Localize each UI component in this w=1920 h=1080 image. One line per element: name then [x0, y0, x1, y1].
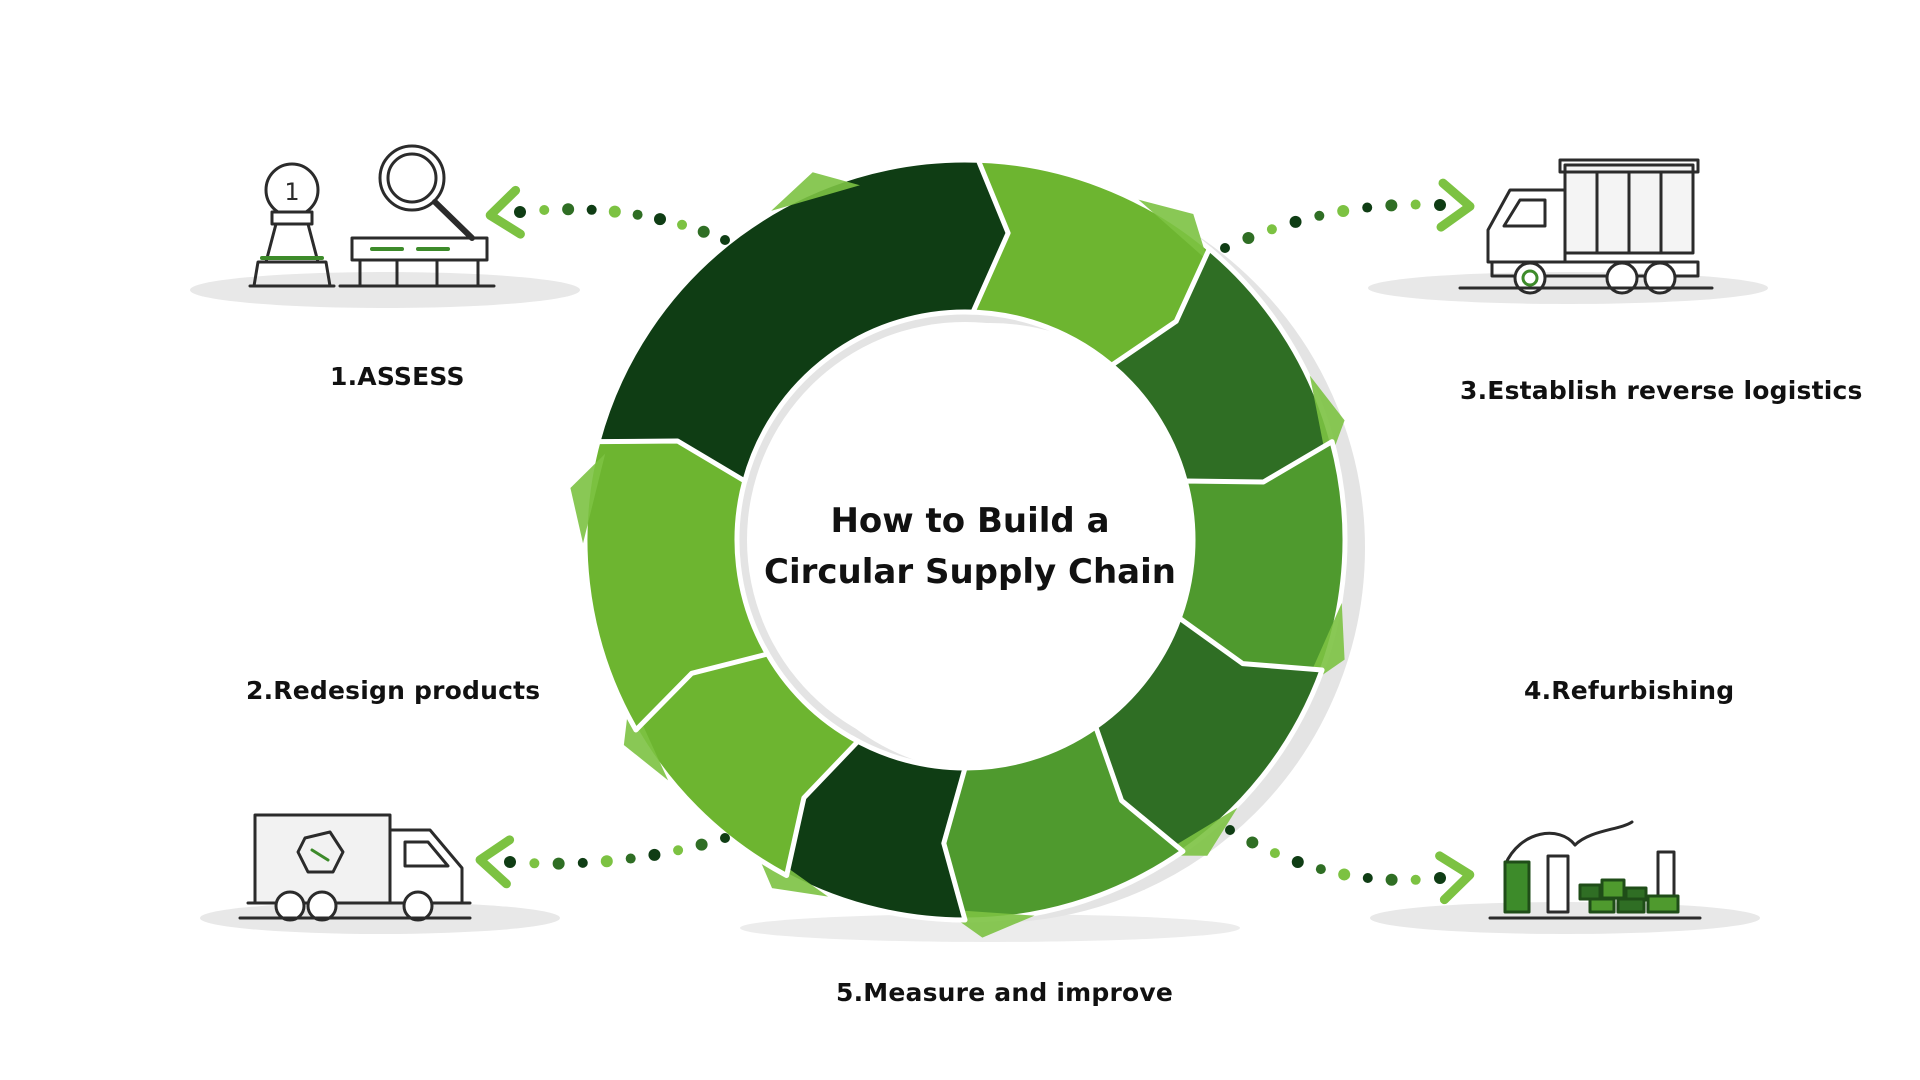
- title-line-2: Circular Supply Chain: [764, 552, 1176, 592]
- connector-dot: [648, 848, 661, 861]
- connector-dot: [1338, 868, 1351, 881]
- connector-dot: [673, 845, 684, 856]
- connector-dot: [625, 853, 636, 864]
- connector-dot: [632, 209, 643, 220]
- ring-arrow-tip: [1138, 199, 1208, 261]
- step-label-reverse-logistics: 3.Establish reverse logistics: [1460, 376, 1863, 405]
- ring-arrow-tip: [570, 453, 606, 544]
- connector-dot: [514, 206, 526, 218]
- chess-pawn-magnifier-icon: 1: [248, 144, 496, 288]
- connector-dot: [1410, 199, 1421, 210]
- connector-dot: [608, 205, 621, 218]
- connector-dot: [586, 204, 597, 215]
- box-truck-icon: [238, 813, 472, 922]
- step-label-refurbishing: 4.Refurbishing: [1524, 676, 1735, 705]
- ring-segment: [595, 157, 1011, 484]
- ring-center: [747, 322, 1183, 758]
- connector-dot: [677, 219, 688, 230]
- connector-dot: [504, 856, 516, 868]
- connector-dot: [1315, 864, 1326, 875]
- connector-dot: [720, 833, 730, 843]
- connector-dot: [1289, 215, 1302, 228]
- arrow-chevron-icon: [485, 185, 525, 239]
- connector-dot: [720, 235, 730, 245]
- ring-arrow-tip: [1304, 603, 1345, 688]
- connector-dot: [654, 213, 666, 226]
- connector-dot: [552, 857, 565, 870]
- ring-arrow-tip: [771, 172, 860, 211]
- connector-dot: [695, 838, 708, 851]
- connector-dot: [1337, 205, 1350, 218]
- step-label-measure: 5.Measure and improve: [836, 978, 1174, 1007]
- connector-dot: [539, 204, 550, 215]
- ground-shadow: [190, 272, 580, 308]
- connector-dot: [562, 203, 575, 216]
- connector-dot: [1385, 199, 1398, 212]
- arrow-chevron-icon: [475, 835, 515, 889]
- diagram-title: How to Build a Circular Supply Chain: [760, 496, 1180, 598]
- connector-dot: [529, 858, 540, 869]
- connector-dot: [1362, 873, 1373, 883]
- connector-dot: [1246, 836, 1259, 849]
- step-label-redesign: 2.Redesign products: [246, 676, 541, 705]
- connector-dot: [1225, 825, 1235, 835]
- svg-text:1: 1: [284, 178, 299, 206]
- connector-dot: [1434, 872, 1446, 884]
- connector-dot: [577, 857, 588, 868]
- connector-dot: [1434, 199, 1446, 211]
- ring-arrow-tip: [1309, 375, 1345, 467]
- connector-dot: [1362, 202, 1373, 213]
- delivery-truck-icon: [1458, 158, 1714, 295]
- factory-icon: [1488, 820, 1702, 920]
- connector-dot: [600, 855, 613, 868]
- arrow-chevron-icon: [1435, 851, 1475, 905]
- step-label-assess: 1.ASSESS: [330, 362, 465, 391]
- title-line-1: How to Build a: [830, 501, 1110, 541]
- dotted-connectors: [475, 178, 1475, 905]
- connector-dot: [1220, 243, 1230, 253]
- connector-dot: [1410, 874, 1421, 885]
- connector-dot: [697, 225, 710, 238]
- connector-dot: [1385, 873, 1398, 886]
- arrow-chevron-icon: [1436, 178, 1475, 232]
- connector-dot: [1266, 224, 1277, 235]
- connector-dot: [1269, 848, 1280, 859]
- connector-dot: [1242, 231, 1255, 244]
- connector-dot: [1314, 210, 1325, 221]
- ring-arrow-tip: [1158, 807, 1238, 856]
- connector-dot: [1291, 856, 1304, 868]
- cycle-ring: [570, 157, 1348, 938]
